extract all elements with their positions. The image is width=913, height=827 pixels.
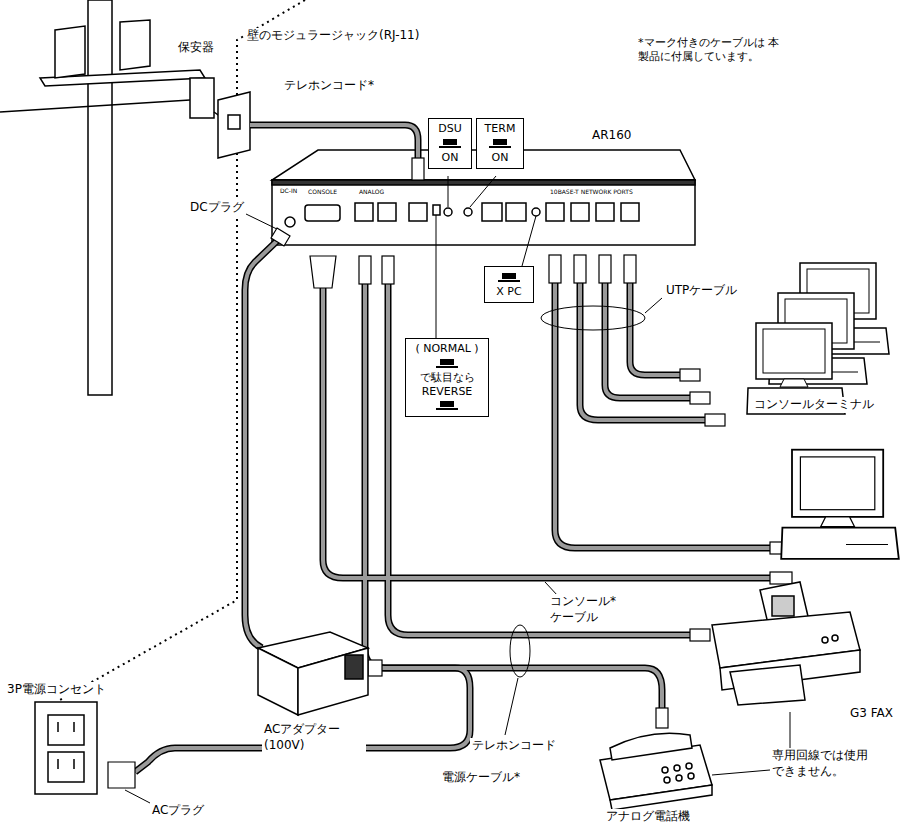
- cable: [580, 283, 705, 420]
- device-label: アナログ電話機: [604, 809, 692, 825]
- cable: [580, 283, 705, 420]
- cable: [245, 240, 278, 648]
- bundle-mark: [510, 625, 530, 677]
- cable-label: 電源ケーブル*: [440, 770, 522, 786]
- cable: [365, 284, 662, 708]
- part-label: 保安器: [176, 40, 216, 56]
- bundle-mark: [541, 306, 645, 330]
- wall-jack: [218, 92, 250, 158]
- ac-adapter: [258, 632, 368, 715]
- switch-callout: X PC: [484, 266, 534, 303]
- part-label: 壁のモジュラージャック(RJ-11): [245, 28, 421, 44]
- cable: [250, 125, 418, 158]
- switch-symbol: [498, 273, 520, 282]
- model-name: AR160: [590, 128, 633, 144]
- switch-callout: TERM ON: [476, 118, 524, 169]
- switch-callout: DSU ON: [428, 118, 472, 169]
- cable: [555, 283, 770, 548]
- switch-symbol: [439, 139, 461, 148]
- cable: [555, 283, 770, 548]
- note: 専用回線では使用 できません。: [770, 748, 884, 779]
- callout-text: DSU: [434, 122, 466, 136]
- cable: [388, 284, 690, 635]
- leader-line: [125, 298, 790, 803]
- part-label: ACアダプター (100V): [262, 722, 366, 753]
- device-label: G3 FAX: [848, 706, 895, 722]
- callout-text: ON: [434, 151, 466, 165]
- fax-icon: [712, 582, 860, 705]
- utility-pole: [0, 0, 225, 395]
- cable-label: テレホンコード*: [282, 78, 376, 94]
- cable: [323, 288, 770, 578]
- note: *マーク付きのケーブルは 本製品に付属しています。: [636, 36, 790, 65]
- cable: [388, 284, 690, 635]
- port-label: CONSOLE: [306, 188, 339, 196]
- device-label: コンソールターミナル: [752, 397, 876, 413]
- cable: [365, 284, 662, 708]
- cable: [605, 283, 690, 398]
- boundary: [60, 0, 305, 700]
- port-label: ANALOG: [357, 188, 386, 196]
- switch-symbol: [489, 139, 511, 148]
- cable-label: コンソール* ケーブル: [548, 594, 624, 625]
- part-label: ACプラグ: [150, 803, 206, 819]
- part-label: 3P電源コンセント: [5, 682, 108, 698]
- cable: [245, 240, 278, 648]
- callout-text: ( NORMAL ): [411, 342, 483, 356]
- port-label: 10BASE-T NETWORK PORTS: [548, 188, 635, 196]
- cable: [250, 125, 418, 158]
- cable-label: テレホンコード: [470, 738, 558, 754]
- callout-text: で駄目なら REVERSE: [411, 371, 483, 399]
- connector: [108, 158, 792, 788]
- callout-text: TERM: [482, 122, 518, 136]
- switch-callout: ( NORMAL ) で駄目なら REVERSE: [405, 338, 489, 417]
- cable: [605, 283, 690, 398]
- cables: [135, 125, 770, 772]
- console-terminal-icon: [781, 450, 899, 559]
- phone-icon: [600, 733, 712, 810]
- cable-label: UTPケーブル: [664, 283, 739, 299]
- switch-symbol: [436, 359, 458, 368]
- switch-symbol: [436, 401, 458, 410]
- part-label: DCプラグ: [188, 200, 246, 216]
- callout-text: X PC: [490, 285, 528, 299]
- port-label: DC-IN: [278, 187, 299, 195]
- power-outlet: [35, 702, 97, 794]
- callout-text: ON: [482, 151, 518, 165]
